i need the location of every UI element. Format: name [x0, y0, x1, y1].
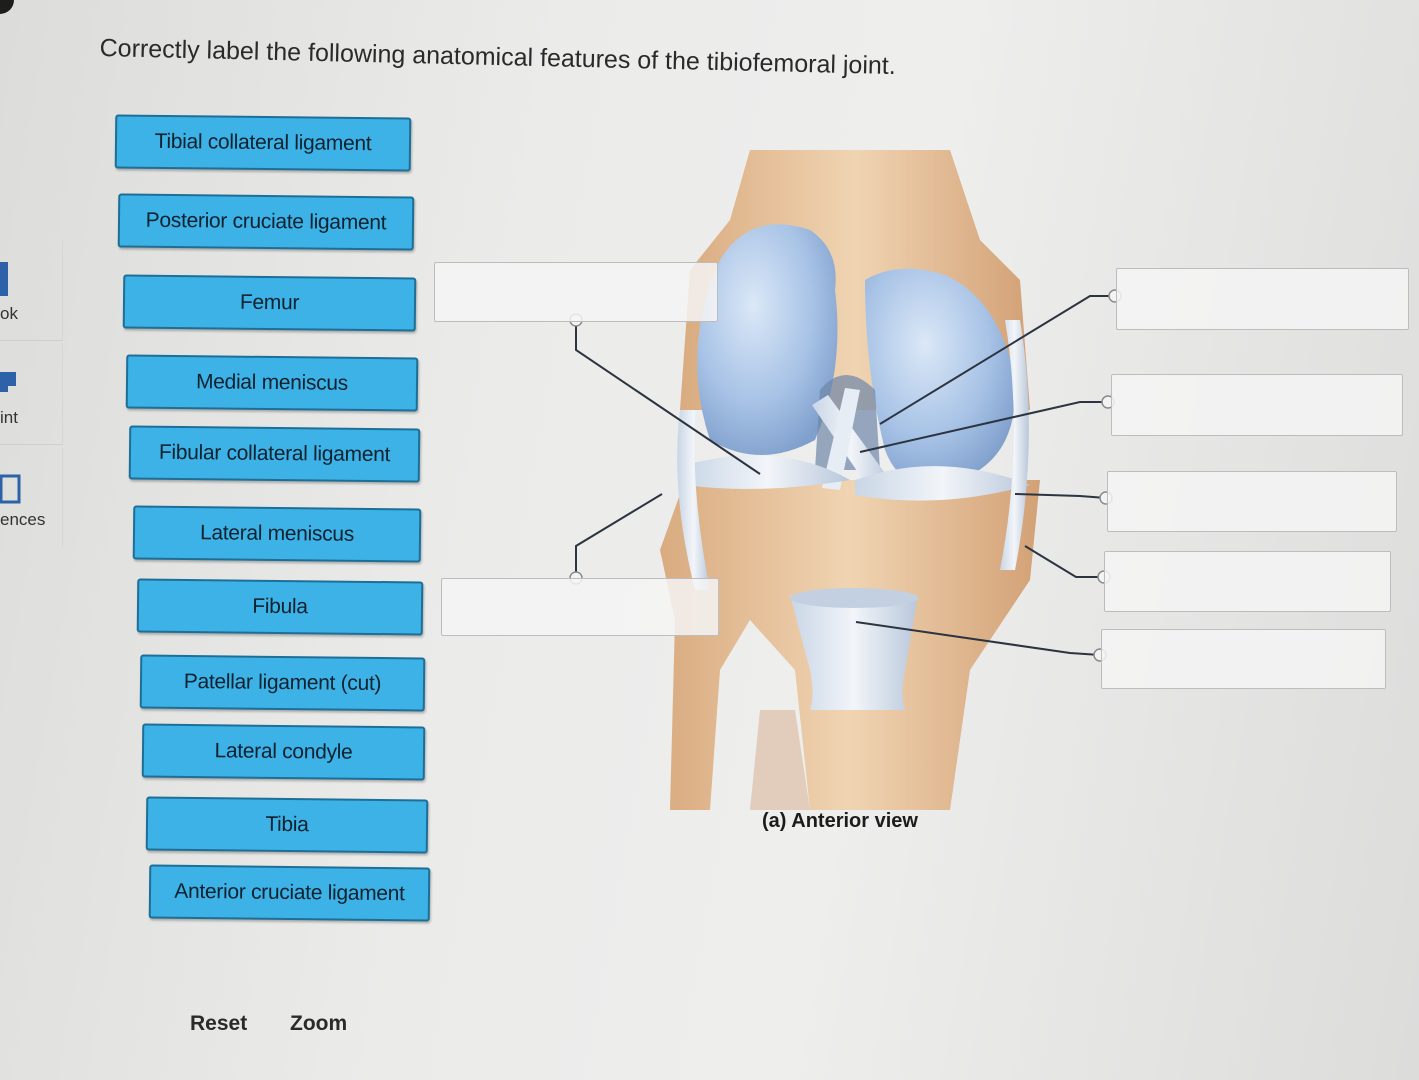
label-chip-tibial-collateral-ligament[interactable]: Tibial collateral ligament [114, 114, 412, 172]
left-sidebar: ok int ences [0, 240, 64, 548]
drop-target-right-3[interactable] [1107, 471, 1397, 532]
knee-anatomy-illustration [660, 150, 1040, 810]
label-chip-lateral-condyle[interactable]: Lateral condyle [141, 723, 426, 781]
label-chip-lateral-meniscus[interactable]: Lateral meniscus [132, 505, 422, 563]
sidebar-item-label: ok [0, 304, 18, 323]
label-chip-fibula[interactable]: Fibula [136, 578, 424, 636]
label-chip-medial-meniscus[interactable]: Medial meniscus [125, 354, 419, 412]
drop-target-right-4[interactable] [1104, 551, 1391, 612]
sidebar-item-references[interactable]: ences [0, 448, 63, 548]
label-chip-anterior-cruciate-ligament[interactable]: Anterior cruciate ligament [148, 864, 431, 922]
drop-target-right-2[interactable] [1111, 374, 1403, 436]
drop-target-right-5[interactable] [1101, 629, 1386, 689]
sidebar-item-print[interactable]: int [0, 344, 63, 445]
label-chip-fibular-collateral-ligament[interactable]: Fibular collateral ligament [128, 425, 421, 483]
print-icon [0, 372, 16, 392]
book-icon [0, 262, 8, 296]
sidebar-item-book[interactable]: ok [0, 240, 63, 341]
drop-target-left-upper[interactable] [434, 262, 718, 322]
label-chip-patellar-ligament[interactable]: Patellar ligament (cut) [139, 654, 426, 712]
label-chip-tibia[interactable]: Tibia [145, 796, 429, 854]
drop-target-right-1[interactable] [1116, 268, 1409, 330]
label-chip-femur[interactable]: Femur [122, 274, 417, 332]
sidebar-item-label: int [0, 408, 18, 427]
reset-button[interactable]: Reset [190, 1012, 248, 1035]
label-chip-posterior-cruciate-ligament[interactable]: Posterior cruciate ligament [117, 193, 415, 251]
drop-target-left-lower[interactable] [441, 578, 719, 636]
figure-caption: (a) Anterior view [762, 810, 918, 832]
sidebar-item-label: ences [0, 510, 46, 529]
references-icon [0, 474, 21, 504]
zoom-button[interactable]: Zoom [290, 1012, 348, 1035]
